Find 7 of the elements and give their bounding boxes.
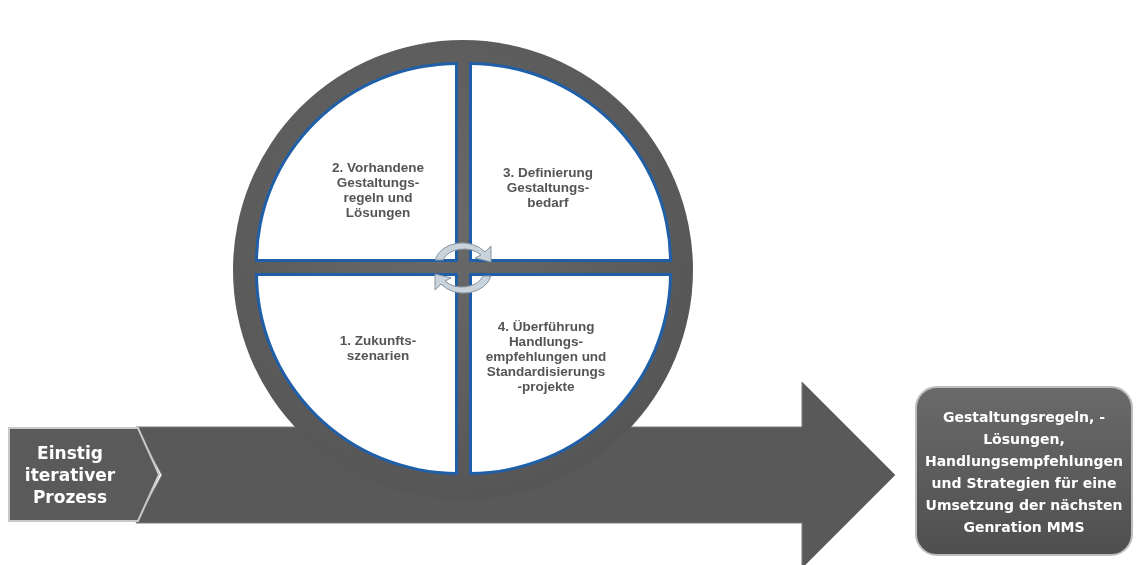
step-label: 4. Überführung Handlungs- empfehlungen und Standardisierungs -projekte [484,318,608,394]
start-label: Einstig iterativer Prozess [23,441,117,508]
start-chevron [8,427,160,522]
step-label: 2. Vorhandene Gestaltungs- regeln und Lösungen [331,160,425,220]
step-label: 1. Zukunfts- szenarien [338,333,418,363]
result-box: Gestaltungsregeln, - Lösungen, Handlungsempfehlungen und Strategien für eine Umsetzung der nächsten Genration MMS [915,386,1133,556]
step-label: 3. Definierung Gestaltungs- bedarf [502,164,594,210]
